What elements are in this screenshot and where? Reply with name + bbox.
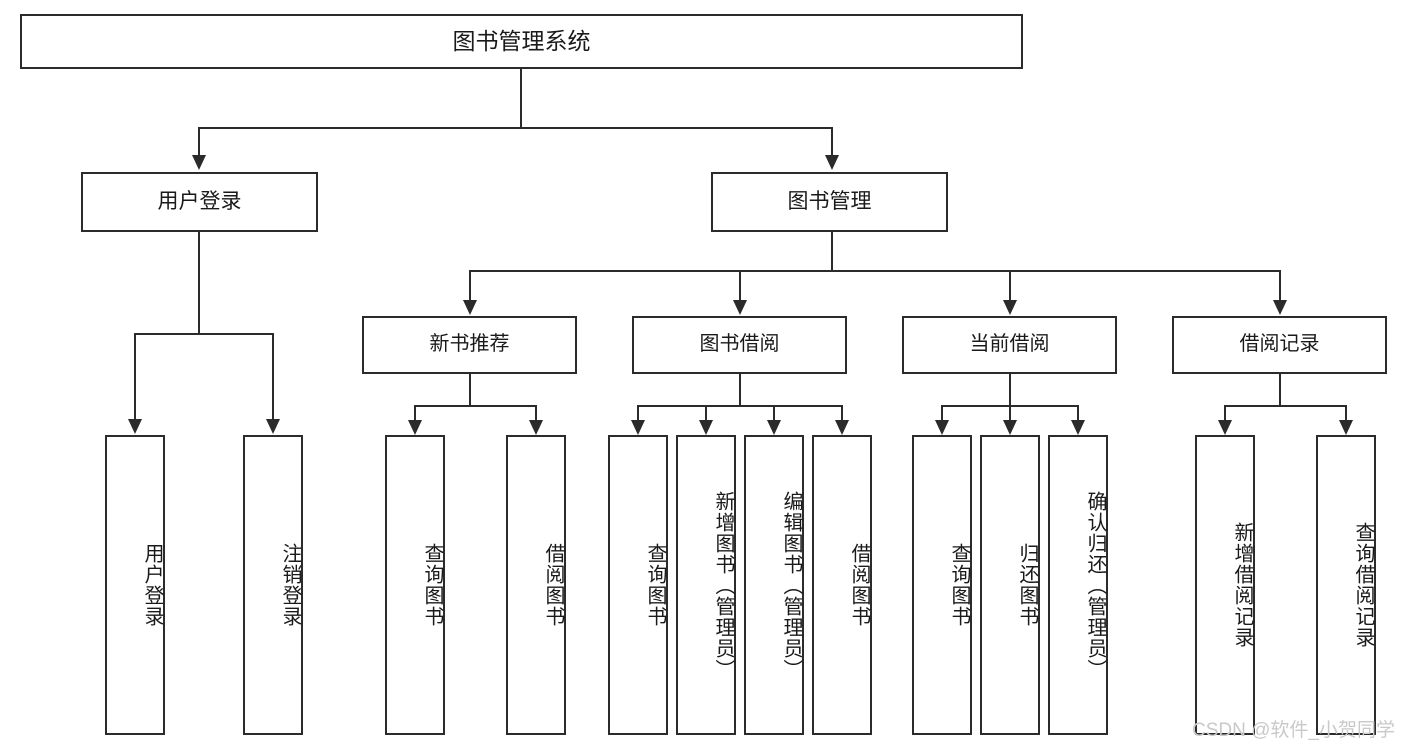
connector-root-drop-1 bbox=[831, 127, 833, 157]
connector-book-borrow-stem bbox=[739, 374, 741, 405]
node-label: 当前借阅 bbox=[969, 333, 1050, 356]
leaf-new-book-borrow-book[interactable]: 借阅图书 bbox=[506, 435, 566, 735]
node-label: 借阅图书 bbox=[848, 543, 870, 627]
arrow-icon-book-borrow-1 bbox=[699, 420, 713, 435]
node-book-management[interactable]: 图书管理 bbox=[711, 172, 948, 232]
arrow-icon-current-borrow-0 bbox=[935, 420, 949, 435]
leaf-borrow-record-add-record[interactable]: 新增借阅记录 bbox=[1195, 435, 1255, 735]
node-label: 新书推荐 bbox=[429, 333, 510, 356]
leaf-current-borrow-return-book[interactable]: 归还图书 bbox=[980, 435, 1040, 735]
connector-user-login-bus bbox=[134, 333, 274, 335]
connector-book-mgmt-bus bbox=[469, 270, 1279, 272]
arrow-icon-borrow-record-0 bbox=[1218, 420, 1232, 435]
arrow-icon-user-login-1 bbox=[266, 419, 280, 434]
connector-borrow-record-drop-0 bbox=[1224, 405, 1226, 422]
arrow-icon-book-borrow-2 bbox=[767, 420, 781, 435]
watermark-text: CSDN @软件_小贺同学 bbox=[1192, 720, 1395, 741]
leaf-new-book-query-book[interactable]: 查询图书 bbox=[385, 435, 445, 735]
connector-borrow-record-bus bbox=[1224, 405, 1347, 407]
node-label: 新增图书（管理员） bbox=[712, 490, 734, 680]
node-label: 借阅图书 bbox=[542, 543, 564, 627]
connector-current-borrow-drop-0 bbox=[941, 405, 943, 422]
connector-book-borrow-drop-2 bbox=[773, 405, 775, 422]
connector-current-borrow-stem bbox=[1009, 374, 1011, 405]
connector-book-mgmt-drop-3 bbox=[1279, 270, 1281, 302]
node-label: 查询图书 bbox=[948, 543, 970, 627]
node-label: 用户登录 bbox=[157, 189, 242, 213]
connector-book-borrow-bus bbox=[637, 405, 843, 407]
arrow-icon-book-mgmt-0 bbox=[463, 300, 477, 315]
connector-user-login-drop-1 bbox=[272, 333, 274, 421]
node-label: 新增借阅记录 bbox=[1231, 522, 1253, 648]
connector-root-stem bbox=[520, 69, 522, 127]
node-root-book-management-system[interactable]: 图书管理系统 bbox=[20, 14, 1023, 69]
arrow-icon-user-login-0 bbox=[128, 419, 142, 434]
node-label: 用户登录 bbox=[141, 543, 163, 627]
arrow-icon-new-book-0 bbox=[408, 420, 422, 435]
connector-book-borrow-drop-0 bbox=[637, 405, 639, 422]
arrow-icon-root-0 bbox=[192, 155, 206, 170]
node-book-borrow[interactable]: 图书借阅 bbox=[632, 316, 847, 374]
leaf-current-borrow-confirm-return-admin[interactable]: 确认归还（管理员） bbox=[1048, 435, 1108, 735]
arrow-icon-current-borrow-2 bbox=[1071, 420, 1085, 435]
node-label: 图书借阅 bbox=[699, 333, 780, 356]
node-label: 编辑图书（管理员） bbox=[780, 490, 802, 680]
connector-new-book-drop-0 bbox=[414, 405, 416, 422]
leaf-book-borrow-edit-book-admin[interactable]: 编辑图书（管理员） bbox=[744, 435, 804, 735]
connector-current-borrow-drop-1 bbox=[1009, 405, 1011, 422]
connector-current-borrow-drop-2 bbox=[1077, 405, 1079, 422]
connector-borrow-record-stem bbox=[1279, 374, 1281, 405]
arrow-icon-current-borrow-1 bbox=[1003, 420, 1017, 435]
node-label: 查询图书 bbox=[644, 543, 666, 627]
connector-user-login-stem bbox=[198, 232, 200, 333]
node-label: 归还图书 bbox=[1016, 543, 1038, 627]
node-label: 图书管理 bbox=[787, 189, 872, 213]
node-borrow-record[interactable]: 借阅记录 bbox=[1172, 316, 1387, 374]
arrow-icon-new-book-1 bbox=[529, 420, 543, 435]
arrow-icon-book-mgmt-2 bbox=[1003, 300, 1017, 315]
node-current-borrow[interactable]: 当前借阅 bbox=[902, 316, 1117, 374]
leaf-user-login[interactable]: 用户登录 bbox=[105, 435, 165, 735]
connector-borrow-record-drop-1 bbox=[1345, 405, 1347, 422]
node-new-book-recommend[interactable]: 新书推荐 bbox=[362, 316, 577, 374]
arrow-icon-root-1 bbox=[825, 155, 839, 170]
arrow-icon-book-borrow-3 bbox=[835, 420, 849, 435]
arrow-icon-borrow-record-1 bbox=[1339, 420, 1353, 435]
leaf-logout[interactable]: 注销登录 bbox=[243, 435, 303, 735]
node-label: 确认归还（管理员） bbox=[1084, 490, 1106, 680]
arrow-icon-book-borrow-0 bbox=[631, 420, 645, 435]
node-label: 图书管理系统 bbox=[452, 27, 591, 54]
connector-root-drop-0 bbox=[198, 127, 200, 157]
connector-book-mgmt-drop-2 bbox=[1009, 270, 1011, 302]
connector-new-book-bus bbox=[414, 405, 537, 407]
node-label: 借阅记录 bbox=[1239, 333, 1320, 356]
arrow-icon-book-mgmt-1 bbox=[733, 300, 747, 315]
leaf-book-borrow-query-book[interactable]: 查询图书 bbox=[608, 435, 668, 735]
node-label: 注销登录 bbox=[279, 543, 301, 627]
connector-user-login-drop-0 bbox=[134, 333, 136, 421]
node-label: 查询借阅记录 bbox=[1352, 522, 1374, 648]
leaf-current-borrow-query-book[interactable]: 查询图书 bbox=[912, 435, 972, 735]
leaf-borrow-record-query-record[interactable]: 查询借阅记录 bbox=[1316, 435, 1376, 735]
connector-book-mgmt-drop-0 bbox=[469, 270, 471, 302]
connector-new-book-drop-1 bbox=[535, 405, 537, 422]
arrow-icon-book-mgmt-3 bbox=[1273, 300, 1287, 315]
leaf-book-borrow-borrow-book[interactable]: 借阅图书 bbox=[812, 435, 872, 735]
connector-book-borrow-drop-3 bbox=[841, 405, 843, 422]
connector-root-bus bbox=[198, 127, 833, 129]
leaf-book-borrow-add-book-admin[interactable]: 新增图书（管理员） bbox=[676, 435, 736, 735]
connector-book-borrow-drop-1 bbox=[705, 405, 707, 422]
connector-book-mgmt-stem bbox=[831, 232, 833, 270]
connector-book-mgmt-drop-1 bbox=[739, 270, 741, 302]
node-user-login[interactable]: 用户登录 bbox=[81, 172, 318, 232]
connector-new-book-stem bbox=[469, 374, 471, 405]
node-label: 查询图书 bbox=[421, 543, 443, 627]
